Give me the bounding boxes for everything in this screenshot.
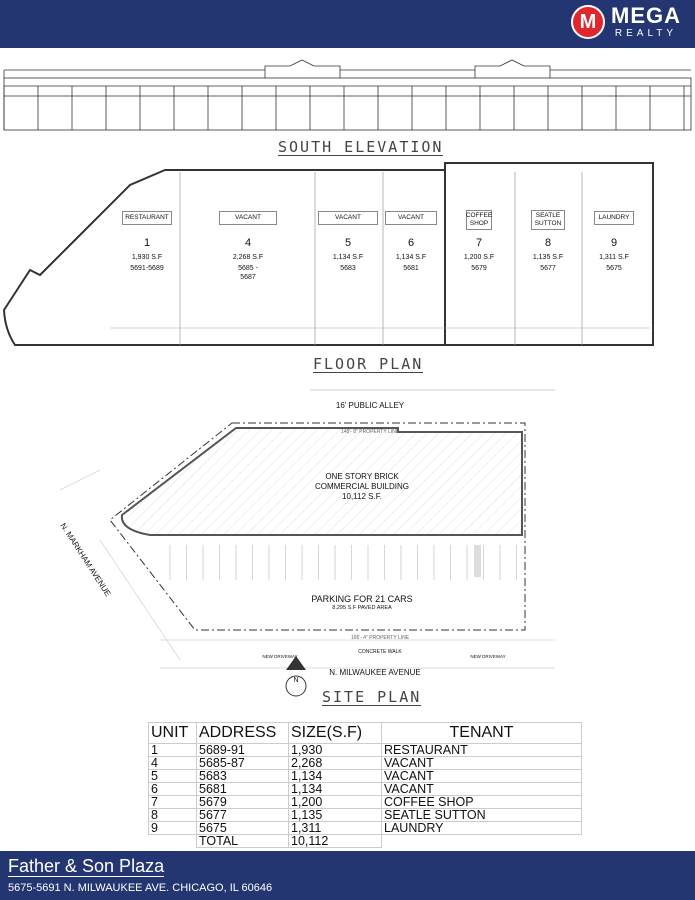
- table-cell: 1,135: [288, 808, 382, 822]
- table-cell: 1: [148, 743, 197, 757]
- unit-number: 9: [610, 237, 618, 249]
- table-cell: 5689-91: [196, 743, 289, 757]
- unit-label-box: SEATLE SUTTON: [531, 210, 565, 230]
- unit-number: 5: [344, 237, 352, 249]
- unit-label-box: VACANT: [219, 211, 277, 225]
- unit-address: 5683: [340, 265, 356, 272]
- floor-plan-caption: FLOOR PLAN: [313, 355, 424, 373]
- paved-area: 8,295 S.F PAVED AREA: [332, 605, 392, 611]
- col-size: SIZE(S.F): [288, 722, 382, 744]
- table-cell: 5681: [196, 782, 289, 796]
- north-arrow-icon: [286, 656, 306, 670]
- milwaukee-label: N. MILWAUKEE AVENUE: [329, 668, 421, 677]
- unit-size: 1,134 S.F: [332, 254, 364, 261]
- unit-address: 5677: [540, 265, 556, 272]
- unit-address: 5691-5689: [130, 265, 164, 272]
- table-cell: COFFEE SHOP: [381, 795, 582, 809]
- unit-number: 8: [544, 237, 552, 249]
- unit-size: 1,930 S.F: [131, 254, 163, 261]
- unit-label-box: COFFEE SHOP: [466, 210, 492, 230]
- building-line2: COMMERCIAL BUILDING: [315, 482, 409, 491]
- unit-number: 1: [143, 237, 151, 249]
- south-elevation-drawing: [3, 59, 692, 131]
- table-cell: 5675: [196, 821, 289, 835]
- footer-bar: Father & Son Plaza 5675-5691 N. MILWAUKE…: [0, 851, 695, 900]
- table-cell: 5: [148, 769, 197, 783]
- unit-address: 5675: [606, 265, 622, 272]
- unit-size: 1,135 S.F: [532, 254, 564, 261]
- logo-mark: M: [571, 5, 605, 39]
- col-unit: UNIT: [148, 722, 197, 744]
- col-address: ADDRESS: [196, 722, 289, 744]
- floor-plan-drawing: [2, 162, 654, 346]
- table-cell: 2,268: [288, 756, 382, 770]
- table-cell: 1,134: [288, 782, 382, 796]
- table-cell: 1,134: [288, 769, 382, 783]
- table-cell: 5679: [196, 795, 289, 809]
- table-cell: 1,930: [288, 743, 382, 757]
- unit-size: 1,311 S.F: [599, 254, 629, 261]
- table-cell: 6: [148, 782, 197, 796]
- parking-label: PARKING FOR 21 CARS: [311, 594, 413, 604]
- unit-number: 6: [407, 237, 415, 249]
- table-cell: 8: [148, 808, 197, 822]
- table-cell: 5685-87: [196, 756, 289, 770]
- table-cell: RESTAURANT: [381, 743, 582, 757]
- table-cell: VACANT: [381, 782, 582, 796]
- property-name: Father & Son Plaza: [8, 856, 165, 877]
- north-label: N: [293, 677, 299, 684]
- col-tenant: TENANT: [381, 722, 582, 744]
- table-cell: LAUNDRY: [381, 821, 582, 835]
- top-property-line: 148'- 8" PROPERTY LINE: [340, 429, 400, 435]
- table-cell: VACANT: [381, 756, 582, 770]
- total-value: 10,112: [288, 834, 382, 848]
- unit-size: 2,268 S.F: [232, 254, 264, 261]
- south-elevation-caption: SOUTH ELEVATION: [278, 138, 444, 156]
- table-cell: 4: [148, 756, 197, 770]
- unit-number: 4: [244, 237, 252, 249]
- unit-number: 7: [475, 237, 483, 249]
- unit-label-box: RESTAURANT: [122, 211, 172, 225]
- table-cell: 1,200: [288, 795, 382, 809]
- site-plan-drawing: [59, 389, 555, 697]
- property-address: 5675-5691 N. MILWAUKEE AVE. CHICAGO, IL …: [8, 882, 273, 894]
- table-cell: SEATLE SUTTON: [381, 808, 582, 822]
- unit-address: 5679: [471, 265, 487, 272]
- unit-label-box: VACANT: [385, 211, 437, 225]
- unit-label-box: VACANT: [318, 211, 378, 225]
- table-cell: 9: [148, 821, 197, 835]
- table-cell: 1,311: [288, 821, 382, 835]
- logo-sub: REALTY: [614, 28, 678, 39]
- unit-size: 1,134 S.F: [395, 254, 427, 261]
- unit-address: 5681: [403, 265, 419, 272]
- unit-address: 5685 - 5687: [238, 265, 258, 281]
- site-plan-caption: SITE PLAN: [322, 688, 422, 706]
- logo-name: MEGA: [611, 3, 681, 28]
- unit-size: 1,200 S.F: [463, 254, 495, 261]
- unit-label-box: LAUNDRY: [594, 211, 634, 225]
- table-cell: 7: [148, 795, 197, 809]
- driveway-left: NEW DRIVEWAY: [262, 654, 298, 659]
- bottom-property-line: 166'- 4" PROPERTY LINE: [350, 635, 410, 641]
- table-cell: VACANT: [381, 769, 582, 783]
- table-cell: 5683: [196, 769, 289, 783]
- concrete-walk: CONCRETE WALK: [358, 649, 402, 655]
- building-area: 10,112 S.F.: [342, 492, 382, 501]
- table-cell: 5677: [196, 808, 289, 822]
- alley-label: 16' PUBLIC ALLEY: [335, 401, 405, 410]
- driveway-right: NEW DRIVEWAY: [470, 654, 506, 659]
- building-line1: ONE STORY BRICK: [325, 472, 399, 481]
- total-label: TOTAL: [196, 834, 289, 848]
